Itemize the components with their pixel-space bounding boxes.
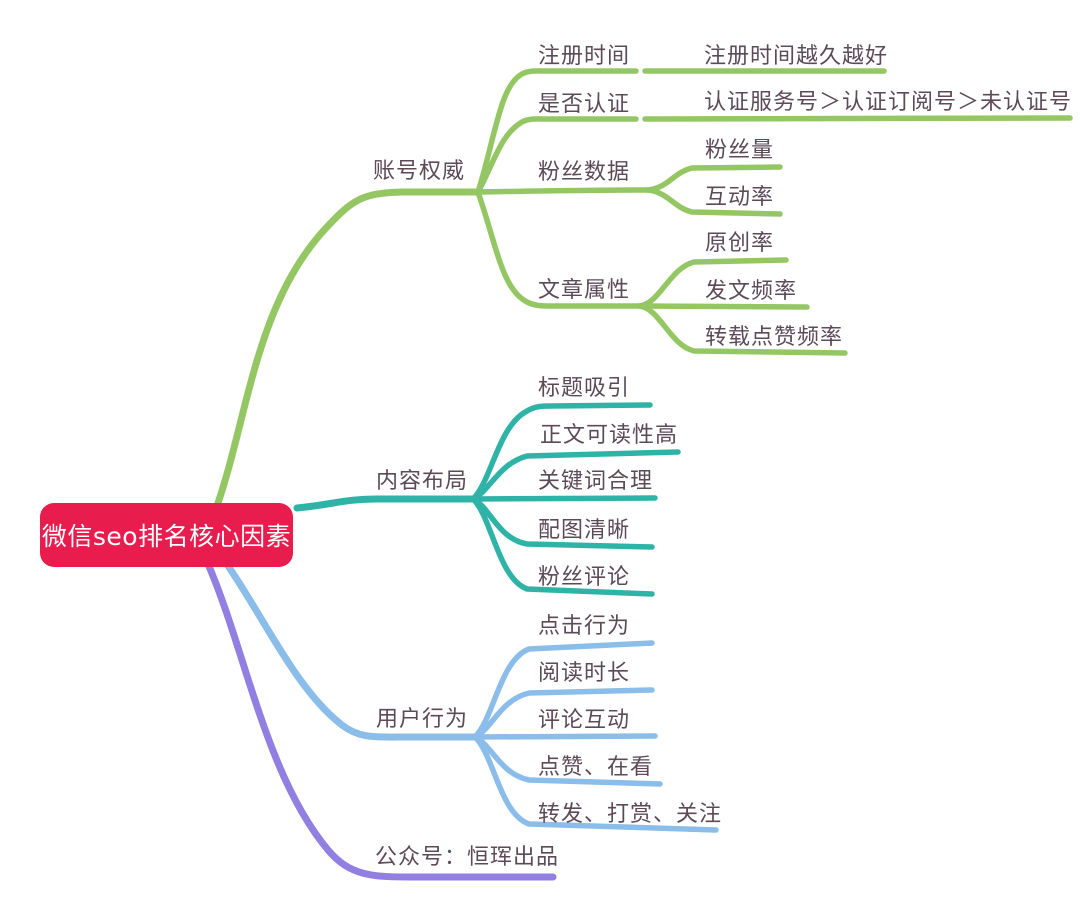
branch-line-repost-like-frequency — [637, 303, 848, 356]
node-article-attributes: 文章属性 — [538, 278, 631, 303]
branch-line-comment-interaction — [472, 733, 658, 740]
node-repost-like-frequency: 转载点赞频率 — [705, 325, 844, 350]
node-publisher: 公众号：恒珲出品 — [375, 845, 560, 870]
node-reading-duration: 阅读时长 — [538, 661, 631, 686]
branch-line-interaction-rate — [645, 187, 783, 217]
node-comment-interaction: 评论互动 — [538, 708, 631, 733]
node-title-attractive: 标题吸引 — [538, 376, 631, 401]
node-interaction-rate: 互动率 — [705, 185, 775, 210]
branch-line-article-attributes — [475, 189, 643, 309]
node-fan-count: 粉丝量 — [705, 138, 775, 163]
node-certification: 是否认证 — [538, 92, 631, 117]
branch-line-readability — [470, 449, 681, 502]
branch-line-fan-comments — [470, 496, 655, 597]
branch-line-title-attractive — [470, 402, 653, 502]
branch-line-share-reward-follow — [472, 734, 719, 833]
node-registration-time-note: 注册时间越久越好 — [704, 44, 889, 69]
branch-line-publisher-main — [204, 560, 557, 881]
branch-line-fan-data — [475, 187, 651, 195]
branch-line-account-authority-main — [214, 188, 482, 507]
branch-line-keywords-reasonable — [470, 495, 658, 502]
branch-line-post-frequency — [637, 303, 810, 310]
node-account-authority: 账号权威 — [373, 159, 466, 184]
node-registration-time: 注册时间 — [538, 44, 631, 69]
root-node: 微信seo排名核心因素 — [40, 503, 293, 567]
branch-line-certification-note — [642, 115, 1073, 122]
branch-line-reading-duration — [472, 687, 655, 740]
node-share-reward-follow: 转发、打赏、关注 — [538, 802, 723, 827]
node-images-clear: 配图清晰 — [538, 518, 631, 543]
node-likes-wow: 点赞、在看 — [538, 755, 654, 780]
node-certification-note: 认证服务号＞认证订阅号＞未认证号 — [704, 90, 1073, 115]
branch-line-content-layout-main — [293, 495, 477, 512]
node-content-layout: 内容布局 — [376, 469, 469, 494]
branch-line-registration-time — [475, 68, 639, 195]
node-fan-comments: 粉丝评论 — [538, 565, 631, 590]
node-originality-rate: 原创率 — [705, 231, 775, 256]
node-keywords-reasonable: 关键词合理 — [538, 469, 654, 494]
branch-line-user-behavior-main — [222, 559, 479, 741]
branch-line-certification — [475, 116, 639, 195]
node-readability: 正文可读性高 — [540, 423, 679, 448]
node-click-behavior: 点击行为 — [538, 614, 631, 639]
node-post-frequency: 发文频率 — [705, 279, 798, 304]
node-fan-data: 粉丝数据 — [538, 160, 631, 185]
node-user-behavior: 用户行为 — [376, 707, 469, 732]
branch-line-click-behavior — [472, 640, 655, 740]
